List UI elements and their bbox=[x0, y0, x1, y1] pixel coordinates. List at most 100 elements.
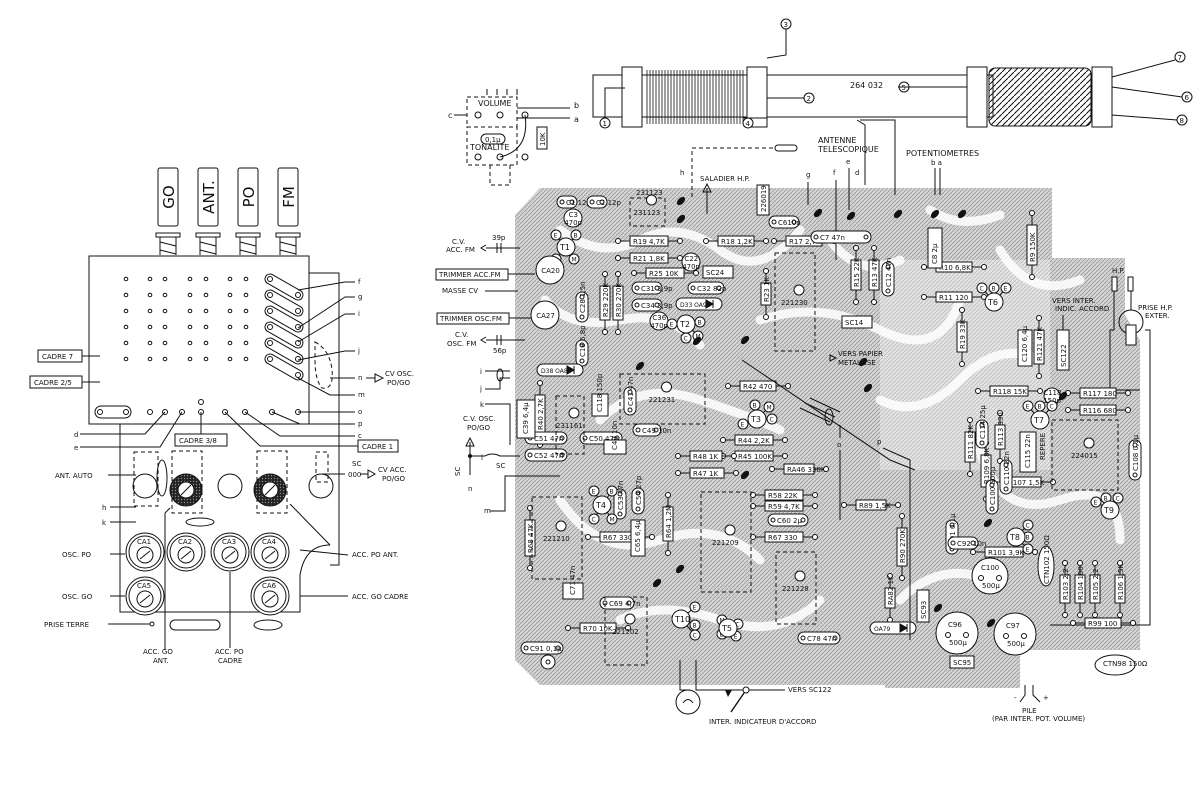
transistor-t5[interactable]: MCEBT5 bbox=[716, 614, 744, 642]
resistor[interactable]: R30 270K bbox=[612, 271, 624, 335]
capacitor[interactable]: C110 22n bbox=[999, 451, 1013, 495]
resistor[interactable]: R106 1,5K bbox=[1114, 560, 1126, 618]
resistor[interactable]: R58 22K bbox=[750, 489, 818, 501]
trimmer-ca5[interactable]: CA5 bbox=[125, 576, 165, 616]
resistor[interactable]: R19 4,7K bbox=[615, 235, 683, 247]
resistor[interactable]: R48 1K bbox=[675, 450, 737, 462]
ctn98[interactable] bbox=[1094, 654, 1136, 676]
capacitor[interactable]: C2 12p bbox=[586, 195, 621, 209]
trimmer-ca2[interactable]: CA2 bbox=[166, 532, 206, 572]
resistor[interactable]: R47 1K bbox=[675, 467, 739, 479]
resistor[interactable]: R23 1K bbox=[760, 268, 772, 320]
cap-c8[interactable]: C8 2µ bbox=[927, 227, 943, 269]
ctn102[interactable] bbox=[1037, 545, 1055, 587]
sc-part-sc24[interactable]: SC24 bbox=[702, 265, 734, 279]
knob-go[interactable]: GO bbox=[155, 167, 181, 255]
resistor[interactable]: R118 15K bbox=[975, 385, 1043, 397]
cap-c69[interactable]: C71 47n bbox=[562, 566, 584, 600]
resistor[interactable]: R90 270K bbox=[896, 513, 908, 581]
capacitor[interactable]: C41 47n bbox=[623, 377, 637, 416]
capacitor[interactable]: C69 4,7n bbox=[599, 596, 641, 610]
trimmer-ca3[interactable]: CA3 bbox=[210, 532, 250, 572]
resistor[interactable]: R21 1,8K bbox=[615, 252, 683, 264]
resistor[interactable]: R44 2,2K bbox=[720, 434, 788, 446]
cap-c114[interactable]: C115 22n bbox=[1019, 431, 1037, 473]
resistor[interactable]: R9 150K bbox=[1026, 210, 1038, 280]
capacitor[interactable]: C54 27p bbox=[631, 475, 645, 515]
trimmer-ca6[interactable]: CA6 bbox=[250, 576, 290, 616]
diode-d33[interactable]: D33 OA90 bbox=[675, 297, 723, 311]
sc-part-sc14[interactable]: SC14 bbox=[841, 315, 873, 329]
resistor[interactable]: R70 10K bbox=[565, 622, 631, 634]
cap-c41[interactable]: C118 150p bbox=[591, 373, 609, 417]
capacitor[interactable]: C91 0,1µ bbox=[520, 641, 564, 655]
capacitor[interactable]: C610n bbox=[768, 215, 801, 229]
resistor[interactable]: R11 120 bbox=[921, 291, 987, 303]
capacitor[interactable]: C49 10n bbox=[632, 423, 671, 437]
sc-part-sc122[interactable]: SC122 bbox=[1056, 329, 1070, 371]
capacitor[interactable]: C12 47n bbox=[881, 258, 895, 297]
resistor[interactable]: RA46 330K bbox=[769, 463, 829, 475]
sc-part-226019[interactable]: 226019 bbox=[756, 184, 770, 216]
capacitor[interactable]: C1 12p bbox=[556, 195, 591, 209]
capacitor[interactable]: C32 82p bbox=[687, 281, 727, 295]
resistor[interactable]: R89 1,5K bbox=[841, 499, 901, 511]
capacitor[interactable]: C53 47n bbox=[613, 481, 627, 520]
capacitor[interactable]: C114 25µ bbox=[975, 405, 989, 449]
knob-ant[interactable]: ANT. bbox=[195, 167, 221, 255]
resistor[interactable]: R111 82K bbox=[964, 417, 976, 477]
capacitor[interactable]: C60 2µ bbox=[767, 513, 809, 527]
diode-d38[interactable]: D38 OA85 bbox=[536, 363, 584, 377]
resistor[interactable]: R25 10K bbox=[631, 267, 699, 279]
resistor[interactable]: R18 1,2K bbox=[703, 235, 769, 247]
cap-c65[interactable]: C65 6,4µ bbox=[630, 519, 646, 557]
resistor[interactable]: RA82 1K bbox=[884, 573, 896, 623]
capacitor[interactable]: C92 10n bbox=[947, 536, 986, 550]
resistor[interactable]: R64 1,2M bbox=[662, 492, 674, 556]
capacitor[interactable]: C52 47n bbox=[524, 448, 568, 462]
resistor[interactable]: R19 33K bbox=[956, 307, 968, 367]
cap-c49-box[interactable]: C49 10n bbox=[603, 421, 627, 455]
capacitor[interactable]: C7 47n bbox=[810, 230, 872, 244]
capacitor[interactable]: C34 3,9p bbox=[631, 298, 673, 312]
resistor[interactable]: R68 47K bbox=[524, 505, 536, 571]
trimmer-ca1[interactable]: CA1 bbox=[125, 532, 165, 572]
capacitor[interactable]: C31 3,9p bbox=[631, 281, 673, 295]
sc-part-sc95[interactable]: SC95 bbox=[949, 655, 975, 669]
sc-part-sc93[interactable]: SC93 bbox=[916, 589, 930, 623]
resistor[interactable]: R42 470 bbox=[725, 380, 791, 392]
resistor[interactable]: R99 100 bbox=[1070, 617, 1136, 629]
resistor[interactable]: R116 680 bbox=[1065, 404, 1131, 416]
resistor[interactable]: R29 220K bbox=[599, 271, 611, 335]
resistor[interactable]: R113 330 bbox=[994, 410, 1006, 464]
capacitor[interactable]: C100 500µ bbox=[985, 466, 999, 515]
resistor[interactable]: R13 47K bbox=[868, 245, 880, 305]
knob-fm[interactable]: FM bbox=[275, 167, 301, 255]
capacitor[interactable]: C108 0,1µ bbox=[1128, 434, 1142, 481]
cap-c39[interactable]: C39 6,4µ bbox=[516, 399, 536, 439]
transistor-t1[interactable]: EBCMT1 bbox=[550, 229, 582, 265]
resistor[interactable]: R104 100 bbox=[1074, 560, 1086, 618]
capacitor[interactable]: C78 47n bbox=[797, 631, 841, 645]
resistor[interactable]: R67 330 bbox=[750, 531, 818, 543]
capacitor[interactable]: C28 1,5n bbox=[575, 281, 589, 323]
trimmer-ca27[interactable]: CA27 bbox=[530, 300, 560, 330]
trimmer-ca4[interactable]: CA4 bbox=[250, 532, 290, 572]
diode-oa79[interactable]: OA79 bbox=[869, 621, 917, 635]
cap-c120[interactable]: C120 6,4µ bbox=[1017, 325, 1033, 367]
resistor[interactable]: R103 2,2 bbox=[1059, 560, 1071, 618]
resistor[interactable]: R105 2,2 bbox=[1089, 560, 1101, 618]
